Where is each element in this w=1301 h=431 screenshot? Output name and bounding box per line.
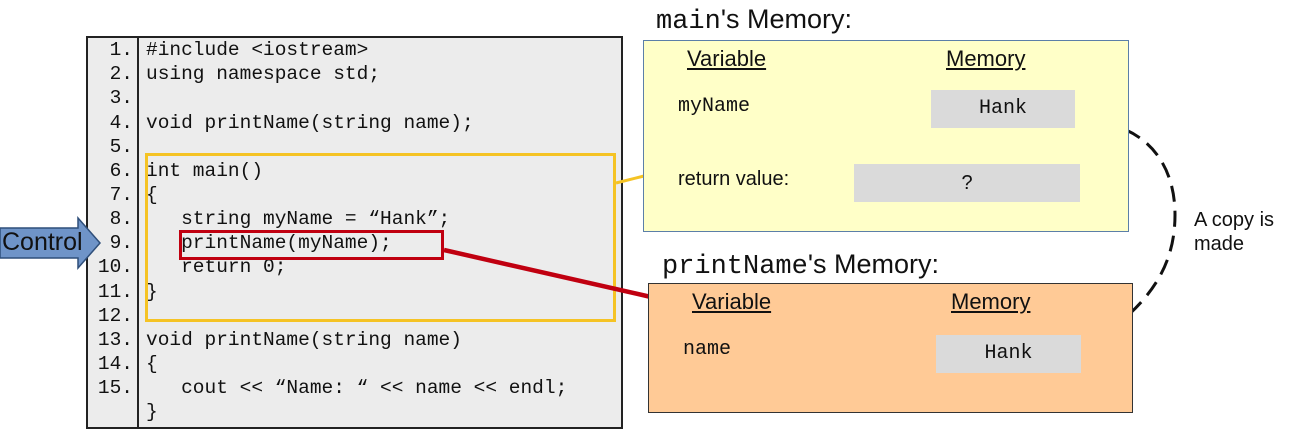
line-number: 1. — [109, 39, 133, 61]
line-number: 14. — [97, 353, 133, 375]
line-number: 3. — [109, 87, 133, 109]
copy-note-line1: A copy is — [1194, 209, 1275, 231]
line-number: 10. — [97, 256, 133, 278]
code-line: using namespace std; — [146, 63, 381, 85]
printname-memory-title: printName's Memory: — [662, 249, 939, 282]
main-box-connector — [615, 174, 645, 185]
line-number: 13. — [97, 329, 133, 351]
line-number: 7. — [109, 184, 133, 206]
code-line: printName(myName); — [146, 232, 392, 254]
main-memory-title: main's Memory: — [656, 4, 852, 37]
line-number: 12. — [97, 305, 133, 327]
main-value-myname: Hank — [931, 90, 1075, 128]
copy-note: A copy is made — [1194, 208, 1274, 256]
printname-memory-header: Memory — [951, 289, 1031, 314]
main-memory-header: Memory — [946, 46, 1026, 71]
control-label: Control — [2, 228, 83, 256]
main-function-highlight — [145, 153, 616, 322]
main-var-return: return value: — [678, 168, 790, 190]
line-number: 6. — [109, 160, 133, 182]
main-memory-title-rest: 's Memory: — [720, 4, 852, 34]
main-var-myname: myName — [678, 95, 751, 118]
control-arrow-icon — [0, 216, 101, 270]
line-number: 8. — [109, 208, 133, 230]
copy-dashed-arrow — [1076, 120, 1177, 344]
line-number: 15. — [97, 377, 133, 399]
main-memory-title-code: main — [656, 7, 721, 37]
line-number: 11. — [97, 281, 133, 303]
main-value-return: ? — [854, 164, 1080, 202]
code-line: #include <iostream> — [146, 39, 369, 61]
main-variable-header: Variable — [687, 46, 767, 71]
code-line: { — [146, 353, 158, 375]
line-number: 5. — [109, 136, 133, 158]
code-line: void printName(string name); — [146, 112, 474, 134]
printname-call-highlight — [179, 230, 444, 260]
code-line: cout << “Name: “ << name << endl; — [146, 377, 568, 399]
code-line: string myName = “Hank”; — [146, 208, 451, 230]
printname-var-name: name — [683, 338, 732, 361]
printname-memory-title-code: printName — [662, 252, 808, 282]
line-number: 2. — [109, 63, 133, 85]
line-number: 4. — [109, 112, 133, 134]
code-line: int main() — [146, 160, 264, 182]
code-line: void printName(string name) — [146, 329, 462, 351]
call-box-connector — [443, 247, 652, 300]
line-number-gutter-divider — [137, 36, 139, 429]
copy-note-line2: made — [1194, 233, 1245, 255]
printname-variable-header: Variable — [692, 289, 772, 314]
line-number: 9. — [109, 232, 133, 254]
code-line: { — [146, 184, 158, 206]
printname-memory-title-rest: 's Memory: — [807, 249, 939, 279]
printname-value-name: Hank — [936, 335, 1081, 373]
code-line: } — [146, 281, 158, 303]
code-line: return 0; — [146, 256, 287, 278]
code-line: } — [146, 401, 158, 423]
